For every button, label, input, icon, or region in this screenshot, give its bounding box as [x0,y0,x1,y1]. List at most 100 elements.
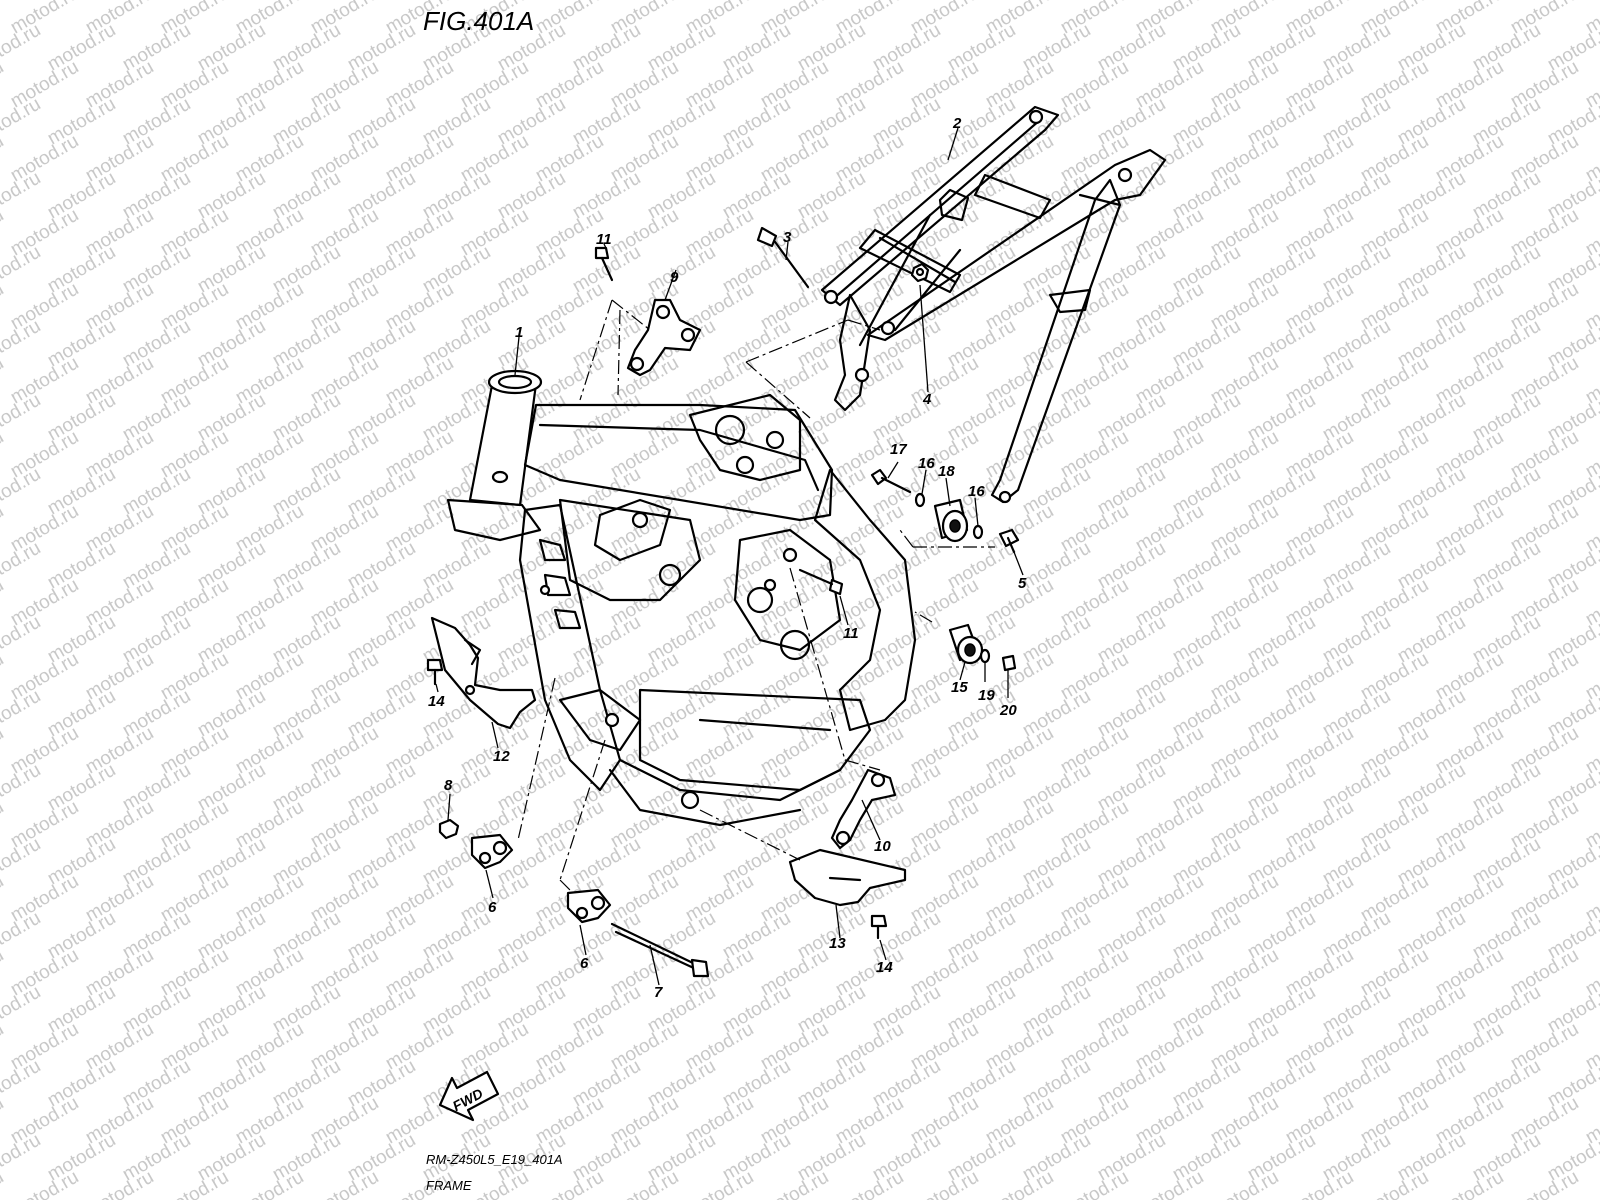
rear-subframe[interactable] [820,105,1167,504]
watermark-text: motod.ru [1057,1167,1132,1200]
watermark-text: motod.ru [0,205,7,261]
engine-mount-6-lower[interactable] [566,888,612,924]
leader-lines [435,127,1024,986]
washer-19[interactable] [979,648,991,664]
callout-14-upper: 14 [428,693,445,710]
callout-16-a: 16 [918,455,935,472]
washer-16-b[interactable] [972,524,984,540]
watermark-text: motod.ru [0,1056,44,1112]
watermark-text: motod.ru [82,1167,157,1200]
watermark-text: motod.ru [0,0,7,38]
callout-11-lower: 11 [843,625,859,642]
callout-5: 5 [1018,575,1027,592]
callout-17: 17 [890,441,907,458]
watermark-text: motod.ru [1582,1167,1600,1200]
engine-mount-bracket-upper[interactable] [626,298,702,377]
watermark-text: motod.ru [0,353,7,409]
callout-8: 8 [444,777,453,794]
nut-8[interactable] [438,818,460,840]
bolt-5[interactable] [998,528,1020,554]
watermark-text: motod.ru [0,57,7,113]
watermark-text: motod.ru [0,871,7,927]
callout-6-upper: 6 [488,899,497,916]
watermark-text: motod.ru [0,1093,7,1149]
callout-14-lower: 14 [876,959,893,976]
nut-20[interactable] [1001,654,1017,672]
engine-mount-6-upper[interactable] [470,833,514,870]
watermark-text: motod.ru [1282,1167,1357,1200]
watermark-text: motod.ru [0,1167,7,1200]
bolt-17[interactable] [870,468,912,494]
callout-20: 20 [999,702,1017,719]
watermark-text: motod.ru [0,575,7,631]
model-code: RM-Z450L5_E19_401A [426,1152,563,1167]
main-frame[interactable] [446,369,917,827]
bolt-3[interactable] [756,226,810,289]
bolt-11-upper[interactable] [594,246,614,282]
callout-2: 2 [952,115,962,132]
watermark-text: motod.ru [757,1167,832,1200]
bushing-15[interactable] [948,623,984,665]
watermark-text: motod.ru [0,760,44,816]
engine-mount-bracket-lower[interactable] [830,768,897,850]
watermark-text: motod.ru [307,1167,382,1200]
assembly-lines [517,299,995,891]
watermark-text: motod.ru [0,908,44,964]
callout-9: 9 [670,269,679,286]
callout-11-upper: 11 [596,231,612,248]
watermark-text: motod.ru [907,1167,982,1200]
watermark-text: motod.ru [982,1167,1057,1200]
watermark-text: motod.ru [0,686,44,742]
callout-15: 15 [951,679,968,696]
callout-7: 7 [654,984,663,1001]
callout-12: 12 [493,748,510,765]
watermark-text: motod.ru [7,1167,82,1200]
watermark-text: motod.ru [157,1167,232,1200]
figure-title: FIG.401A [423,6,534,36]
watermark-text: motod.ru [832,1167,907,1200]
watermark-text: motod.ru [1132,1167,1207,1200]
watermark-text: motod.ru [1507,1167,1582,1200]
watermark-text: motod.ru [0,797,7,853]
watermark-text: motod.ru [0,316,44,372]
callout-19: 19 [978,687,995,704]
watermark-text: motod.ru [0,538,44,594]
watermark-text: motod.ru [0,612,44,668]
callout-10: 10 [874,838,891,855]
bolt-14-upper[interactable] [426,658,444,686]
callout-3: 3 [783,229,792,246]
watermark-text: motod.ru [0,982,44,1038]
watermark-text: motod.ru [0,501,7,557]
watermark-text: motod.ru [0,834,44,890]
frame-guard-13[interactable] [788,848,907,907]
watermark-text: motod.ru [0,945,7,1001]
watermark-text: motod.ru [232,1167,307,1200]
watermark-text: motod.ru [532,1167,607,1200]
watermark-text: motod.ru [0,168,44,224]
watermark-text: motod.ru [1357,1167,1432,1200]
callout-labels: 1 2 3 4 5 6 6 7 8 9 10 11 11 12 13 14 14… [428,115,1027,1001]
fwd-direction-arrow: FWD [438,1070,500,1122]
watermark-text: motod.ru [0,242,44,298]
callout-13: 13 [829,935,846,952]
callout-18: 18 [938,463,955,480]
bolt-11-lower[interactable] [798,568,844,596]
bolt-7[interactable] [610,922,710,978]
watermark-text: motod.ru [1432,1167,1507,1200]
frame-guard-12[interactable] [430,616,537,730]
figure-caption: FRAME [426,1178,472,1193]
watermark-text: motod.ru [607,1167,682,1200]
callout-6-lower: 6 [580,955,589,972]
callout-4: 4 [922,391,932,408]
callout-16-b: 16 [968,483,985,500]
watermark-text: motod.ru [0,1130,44,1186]
washer-16-a[interactable] [914,492,926,508]
bolt-14-lower[interactable] [870,914,888,940]
watermark-text: motod.ru [0,1019,7,1075]
watermark-text: motod.ru [0,20,44,76]
nut-4[interactable] [910,262,930,283]
watermark-text: motod.ru [0,94,44,150]
bushing-18[interactable] [933,498,969,543]
